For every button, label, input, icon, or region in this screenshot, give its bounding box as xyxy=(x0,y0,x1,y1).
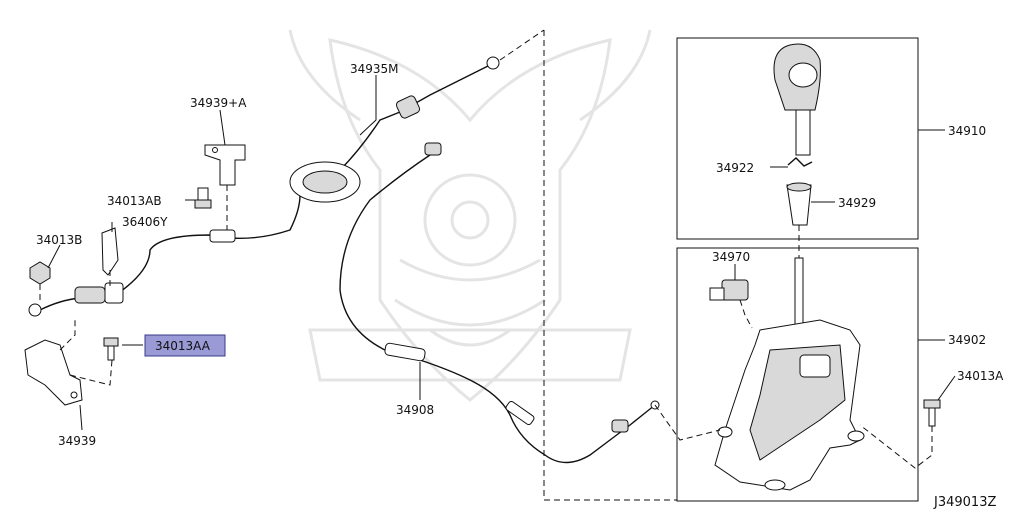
label-34939A[interactable]: 34939+A xyxy=(190,96,247,110)
insert-34929 xyxy=(786,182,812,258)
nut-34013B xyxy=(29,261,51,300)
switch-34970 xyxy=(709,279,753,329)
bolt-34013AA xyxy=(103,337,119,361)
bracket-34939A xyxy=(204,144,246,230)
bracket-34939 xyxy=(24,320,113,406)
label-34013B[interactable]: 34013B xyxy=(36,233,82,247)
clip-34922 xyxy=(787,157,813,167)
label-34929[interactable]: 34929 xyxy=(838,196,876,210)
control-cable-34908 xyxy=(339,142,660,464)
control-cable-34935M xyxy=(28,56,500,317)
label-34013A[interactable]: 34013A xyxy=(957,369,1004,383)
diagram-id: J349013Z xyxy=(933,495,996,510)
bolt-34013AB xyxy=(194,187,212,209)
label-34922[interactable]: 34922 xyxy=(716,161,754,175)
shifter-device-34902 xyxy=(654,257,865,491)
label-34013AB[interactable]: 34013AB xyxy=(107,194,162,208)
highlight-34013AA xyxy=(144,334,226,357)
label-34902[interactable]: 34902 xyxy=(948,333,986,347)
guide-dashed-main xyxy=(543,30,677,501)
label-34939[interactable]: 34939 xyxy=(58,434,96,448)
label-34910[interactable]: 34910 xyxy=(948,124,986,138)
bolt-34013A xyxy=(859,399,941,469)
samurai-mask-watermark-icon xyxy=(288,29,652,402)
label-34908[interactable]: 34908 xyxy=(396,403,434,417)
guide-dashed-top xyxy=(499,29,545,61)
knob-assembly-box xyxy=(676,37,919,240)
label-34935M[interactable]: 34935M xyxy=(350,62,399,76)
clip-36406Y xyxy=(101,227,119,290)
label-34970[interactable]: 34970 xyxy=(712,250,750,264)
label-34013AA[interactable]: 34013AA xyxy=(155,339,211,353)
shifter-assembly-box xyxy=(676,247,919,502)
leader-lines xyxy=(47,75,956,431)
label-36406Y[interactable]: 36406Y xyxy=(122,215,168,229)
shift-knob-34910 xyxy=(773,43,821,156)
